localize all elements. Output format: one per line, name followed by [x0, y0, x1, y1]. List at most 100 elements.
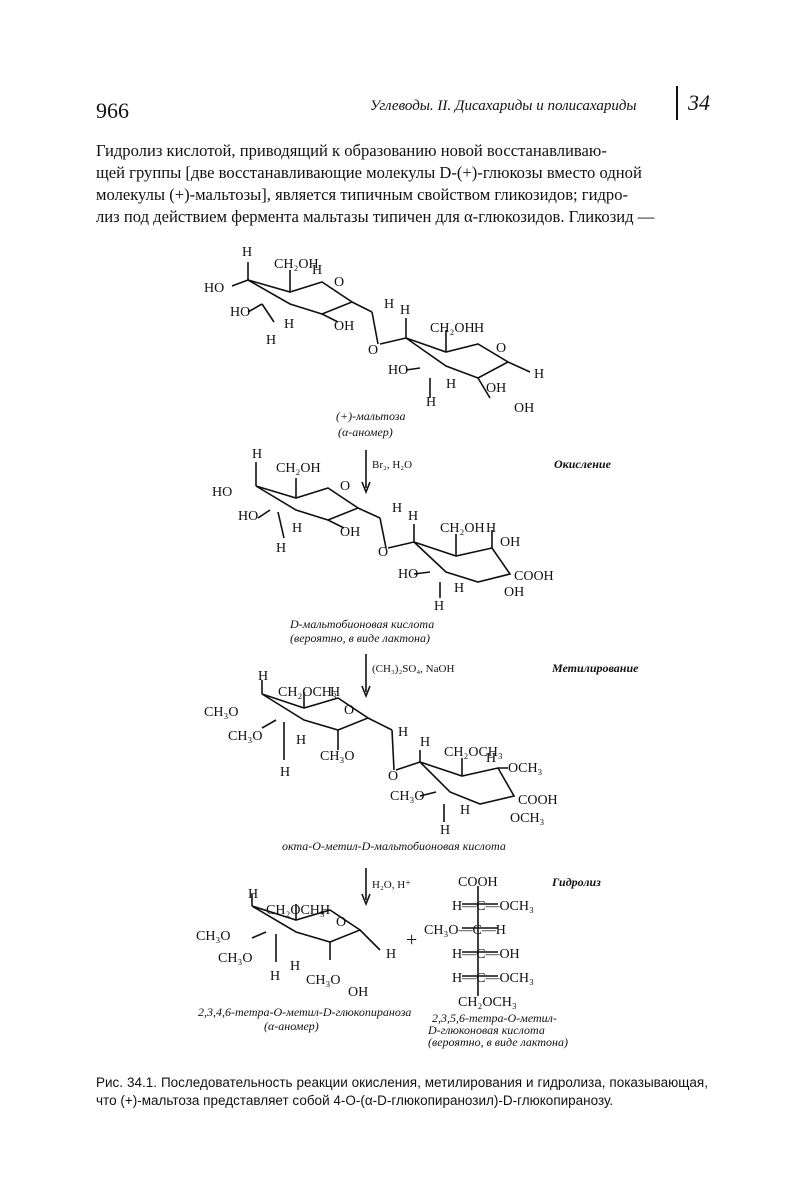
atom-label: H — [290, 959, 300, 974]
running-title: Углеводы. II. Дисахариды и полисахариды — [370, 98, 637, 114]
atom-label: CH₃O — [228, 729, 262, 744]
body-paragraph: Гидролиз кислотой, приводящий к образова… — [96, 140, 708, 228]
atom-label: H — [296, 733, 306, 748]
atom-label: H — [248, 887, 258, 902]
atom-label: H — [486, 521, 496, 536]
atom-label: H — [420, 735, 430, 750]
atom-label: H — [258, 669, 268, 684]
atom-label: CH₂OH — [430, 321, 475, 336]
chain-row: CH₃O—C—H — [424, 923, 506, 938]
atom-label: H — [392, 501, 402, 516]
chapter-number: 34 — [688, 90, 710, 115]
body-line: молекулы (+)-мальтозы], является типичны… — [96, 185, 629, 204]
atom-label: H — [474, 321, 484, 336]
atom-label: H — [330, 685, 340, 700]
atom-label: HO — [230, 305, 250, 320]
atom-label: OH — [486, 381, 506, 396]
atom-label: OCH₃ — [508, 761, 543, 776]
atom-label: OCH₃ — [510, 811, 545, 826]
compound1-name: (+)-мальтоза — [336, 409, 405, 423]
atom-label: H — [292, 521, 302, 536]
atom-label: CH₃O — [306, 973, 340, 988]
atom-label: O — [496, 341, 506, 356]
page-number: 966 — [96, 98, 129, 123]
atom-label: OH — [504, 585, 524, 600]
atom-label: O — [334, 275, 344, 290]
atom-label: H — [312, 263, 322, 278]
atom-label: H — [284, 317, 294, 332]
chain-row: H—C—OH — [452, 947, 520, 962]
atom-label: H — [266, 333, 276, 348]
chain-row: COOH — [458, 875, 498, 890]
step2-reagent: (CH₃)₂SO₄, NaOH — [372, 663, 454, 675]
atom-label: H — [454, 581, 464, 596]
atom-label: OH — [340, 525, 360, 540]
ring-bonds — [231, 262, 531, 996]
chain-row: CH₂OCH₃ — [458, 995, 517, 1010]
atom-label: CH₃O — [320, 749, 354, 764]
atom-label: HO — [388, 363, 408, 378]
atom-label: CH₂OH — [276, 461, 321, 476]
atom-label: H — [398, 725, 408, 740]
header-separator — [676, 86, 678, 120]
atom-label: H — [276, 541, 286, 556]
step3-label: Гидролиз — [551, 875, 601, 889]
chain-row: H—C—OCH₃ — [452, 971, 534, 986]
product-a-sub: (α-аномер) — [264, 1019, 319, 1033]
product-b-sub: (вероятно, в виде лактона) — [428, 1035, 568, 1049]
atom-label: O — [378, 545, 388, 560]
atom-label: O — [368, 343, 378, 358]
atom-label: CH₃O — [204, 705, 238, 720]
compound3-name: окта-O-метил-D-мальтобионовая кислота — [282, 839, 506, 853]
compound2-sub: (вероятно, в виде лактона) — [290, 631, 430, 645]
atom-label: H — [434, 599, 444, 614]
step2-label: Метилирование — [551, 661, 639, 675]
compound-names: (+)-мальтоза (α-аномер) D-мальтобионовая… — [198, 409, 568, 1049]
compound2-name: D-мальтобионовая кислота — [289, 617, 434, 631]
atom-label: H — [446, 377, 456, 392]
atom-label: H — [384, 297, 394, 312]
atom-label: CH₂OCH₃ — [278, 685, 337, 700]
atom-label: H — [270, 969, 280, 984]
atom-label: H — [400, 303, 410, 318]
atom-label: H — [252, 447, 262, 462]
atom-label: CH₂OH — [440, 521, 485, 536]
chain-row: H—C—OCH₃ — [452, 899, 534, 914]
atom-label: H — [486, 751, 496, 766]
step3-reagent: H₂O, H⁺ — [372, 879, 411, 891]
atom-label: OH — [500, 535, 520, 550]
atom-label: CH₂OCH₃ — [266, 903, 325, 918]
atom-label: CH₂OH — [274, 257, 319, 272]
atom-label: H — [242, 245, 252, 260]
body-line: Гидролиз кислотой, приводящий к образова… — [96, 141, 607, 160]
body-line: щей группы [две восстанавливающие молеку… — [96, 163, 642, 182]
atom-label: H — [440, 823, 450, 838]
atom-label: CH₂OCH₃ — [444, 745, 503, 760]
atom-label: HO — [398, 567, 418, 582]
atom-label: H — [320, 903, 330, 918]
step-annotations: Br₂, H₂O Окисление (CH₃)₂SO₄, NaOH Метил… — [372, 457, 639, 891]
atom-label: O — [388, 769, 398, 784]
atom-label: COOH — [514, 569, 554, 584]
compound1-sub: (α-аномер) — [338, 425, 393, 439]
atom-label: OH — [348, 985, 368, 1000]
atom-label: H — [280, 765, 290, 780]
body-line: лиз под действием фермента мальтазы типи… — [96, 207, 655, 226]
atom-label: HO — [212, 485, 232, 500]
plus-sign: + — [406, 929, 417, 951]
product-b-name: 2,3,5,6-тетра-O-метил- — [432, 1011, 557, 1025]
step1-reagent: Br₂, H₂O — [372, 459, 412, 471]
atom-label: H — [408, 509, 418, 524]
atom-label: H — [460, 803, 470, 818]
atom-label: H — [534, 367, 544, 382]
atom-label: COOH — [518, 793, 558, 808]
atom-label: CH₃O — [218, 951, 252, 966]
atom-label: HO — [238, 509, 258, 524]
atom-label: HO — [204, 281, 224, 296]
atom-label: O — [336, 915, 346, 930]
product-a-name: 2,3,4,6-тетра-O-метил-D-глюкопираноза — [198, 1005, 411, 1019]
atom-label: OH — [334, 319, 354, 334]
atom-labels: H CH₂OH H O HO HO H OH H H O H CH₂OH H O… — [196, 245, 558, 1010]
atom-label: H — [426, 395, 436, 410]
